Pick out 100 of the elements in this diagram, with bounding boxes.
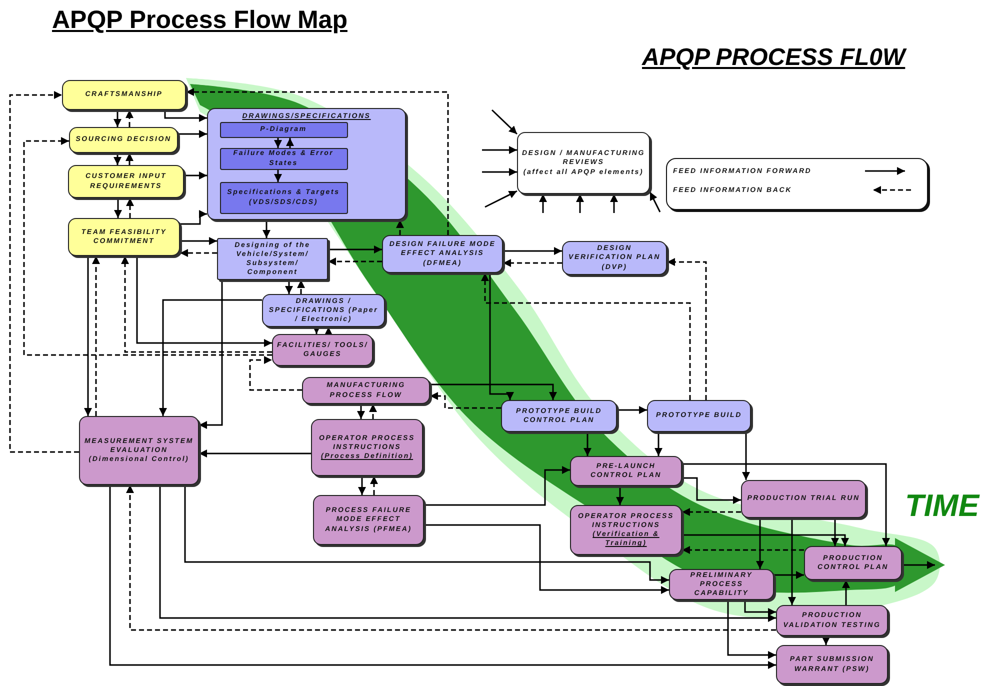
arrow	[727, 600, 776, 659]
arrow	[184, 485, 669, 584]
arrow	[788, 518, 796, 605]
dashed-arrow	[121, 256, 272, 353]
dashed-arrow	[481, 273, 691, 400]
arrow	[286, 138, 294, 148]
arrow	[682, 477, 741, 504]
arrow	[584, 432, 592, 456]
arrow	[136, 256, 272, 347]
dashed-arrow	[328, 258, 382, 266]
process-box	[776, 605, 888, 636]
process-box	[311, 419, 423, 476]
arrow	[902, 561, 935, 569]
arrow	[358, 476, 366, 495]
process-box	[804, 546, 902, 580]
arrow	[312, 326, 320, 334]
process-box	[68, 165, 184, 198]
arrow	[654, 432, 662, 456]
arrow	[109, 485, 776, 669]
process-box	[69, 127, 178, 153]
process-box	[570, 456, 682, 486]
process-box	[272, 334, 373, 366]
dashed-arrow	[430, 392, 501, 409]
dashed-arrow	[23, 137, 272, 356]
arrow	[482, 168, 517, 176]
arrow	[503, 247, 562, 255]
process-box	[207, 108, 406, 220]
process-box	[220, 122, 348, 138]
dashed-arrow	[126, 198, 134, 218]
arrow	[774, 571, 804, 579]
process-box	[79, 416, 199, 485]
process-box	[570, 505, 682, 555]
title: APQP Process Flow Map	[52, 6, 348, 35]
process-box	[220, 148, 348, 170]
process-box	[562, 241, 667, 275]
arrow	[424, 524, 669, 594]
arrow	[539, 194, 547, 213]
arrow	[285, 280, 293, 294]
dashed-arrow	[297, 280, 305, 294]
arrow	[682, 534, 849, 546]
arrow	[489, 273, 514, 400]
arrow	[430, 384, 557, 400]
process-box	[669, 569, 774, 600]
arrow	[324, 327, 332, 335]
axis-label: TIME	[905, 488, 980, 524]
process-box	[647, 400, 751, 432]
process-box	[68, 218, 180, 256]
arrow	[159, 299, 262, 416]
arrow	[114, 110, 122, 127]
dashed-arrow	[369, 404, 377, 419]
arrow	[491, 109, 518, 135]
dashed-arrow	[126, 153, 134, 165]
dashed-arrow	[180, 249, 217, 257]
process-box	[776, 645, 888, 684]
arrow	[274, 170, 282, 182]
dashed-arrow	[370, 476, 378, 495]
arrow	[180, 210, 207, 225]
process-box	[382, 235, 503, 273]
arrow	[328, 246, 382, 254]
heading: APQP PROCESS FL0W	[642, 44, 906, 72]
arrow	[842, 580, 850, 605]
arrow	[482, 146, 517, 154]
arrow	[180, 237, 217, 245]
arrow	[357, 404, 365, 419]
arrow	[616, 486, 624, 505]
process-box	[501, 400, 617, 432]
arrow	[184, 172, 207, 180]
arrow	[756, 518, 764, 569]
arrow	[164, 110, 207, 122]
arrow	[617, 406, 647, 414]
dashed-arrow	[9, 91, 79, 453]
arrow	[262, 220, 270, 238]
arrow	[576, 194, 584, 213]
dashed-arrow	[682, 508, 741, 516]
arrow	[199, 450, 311, 458]
process-box	[62, 80, 186, 110]
arrow	[199, 280, 223, 429]
arrow	[831, 518, 839, 546]
arrow	[682, 463, 890, 546]
process-box	[517, 132, 650, 194]
arrow	[742, 432, 750, 480]
arrow	[274, 138, 282, 148]
dashed-arrow	[126, 110, 134, 127]
arrow	[744, 600, 776, 616]
process-box	[262, 294, 385, 327]
arrow	[424, 466, 570, 506]
arrow	[84, 256, 92, 416]
dashed-arrow	[667, 258, 707, 400]
process-box	[220, 182, 348, 214]
process-box	[313, 495, 424, 545]
dashed-arrow	[92, 256, 100, 416]
process-box	[217, 238, 328, 280]
arrow	[484, 190, 518, 208]
arrow	[649, 192, 661, 212]
process-box	[302, 377, 430, 404]
dashed-arrow	[682, 546, 804, 554]
dashed-arrow	[503, 259, 562, 267]
dashed-arrow	[186, 88, 449, 235]
dashed-arrow	[249, 356, 302, 391]
dashed-arrow	[396, 220, 404, 235]
